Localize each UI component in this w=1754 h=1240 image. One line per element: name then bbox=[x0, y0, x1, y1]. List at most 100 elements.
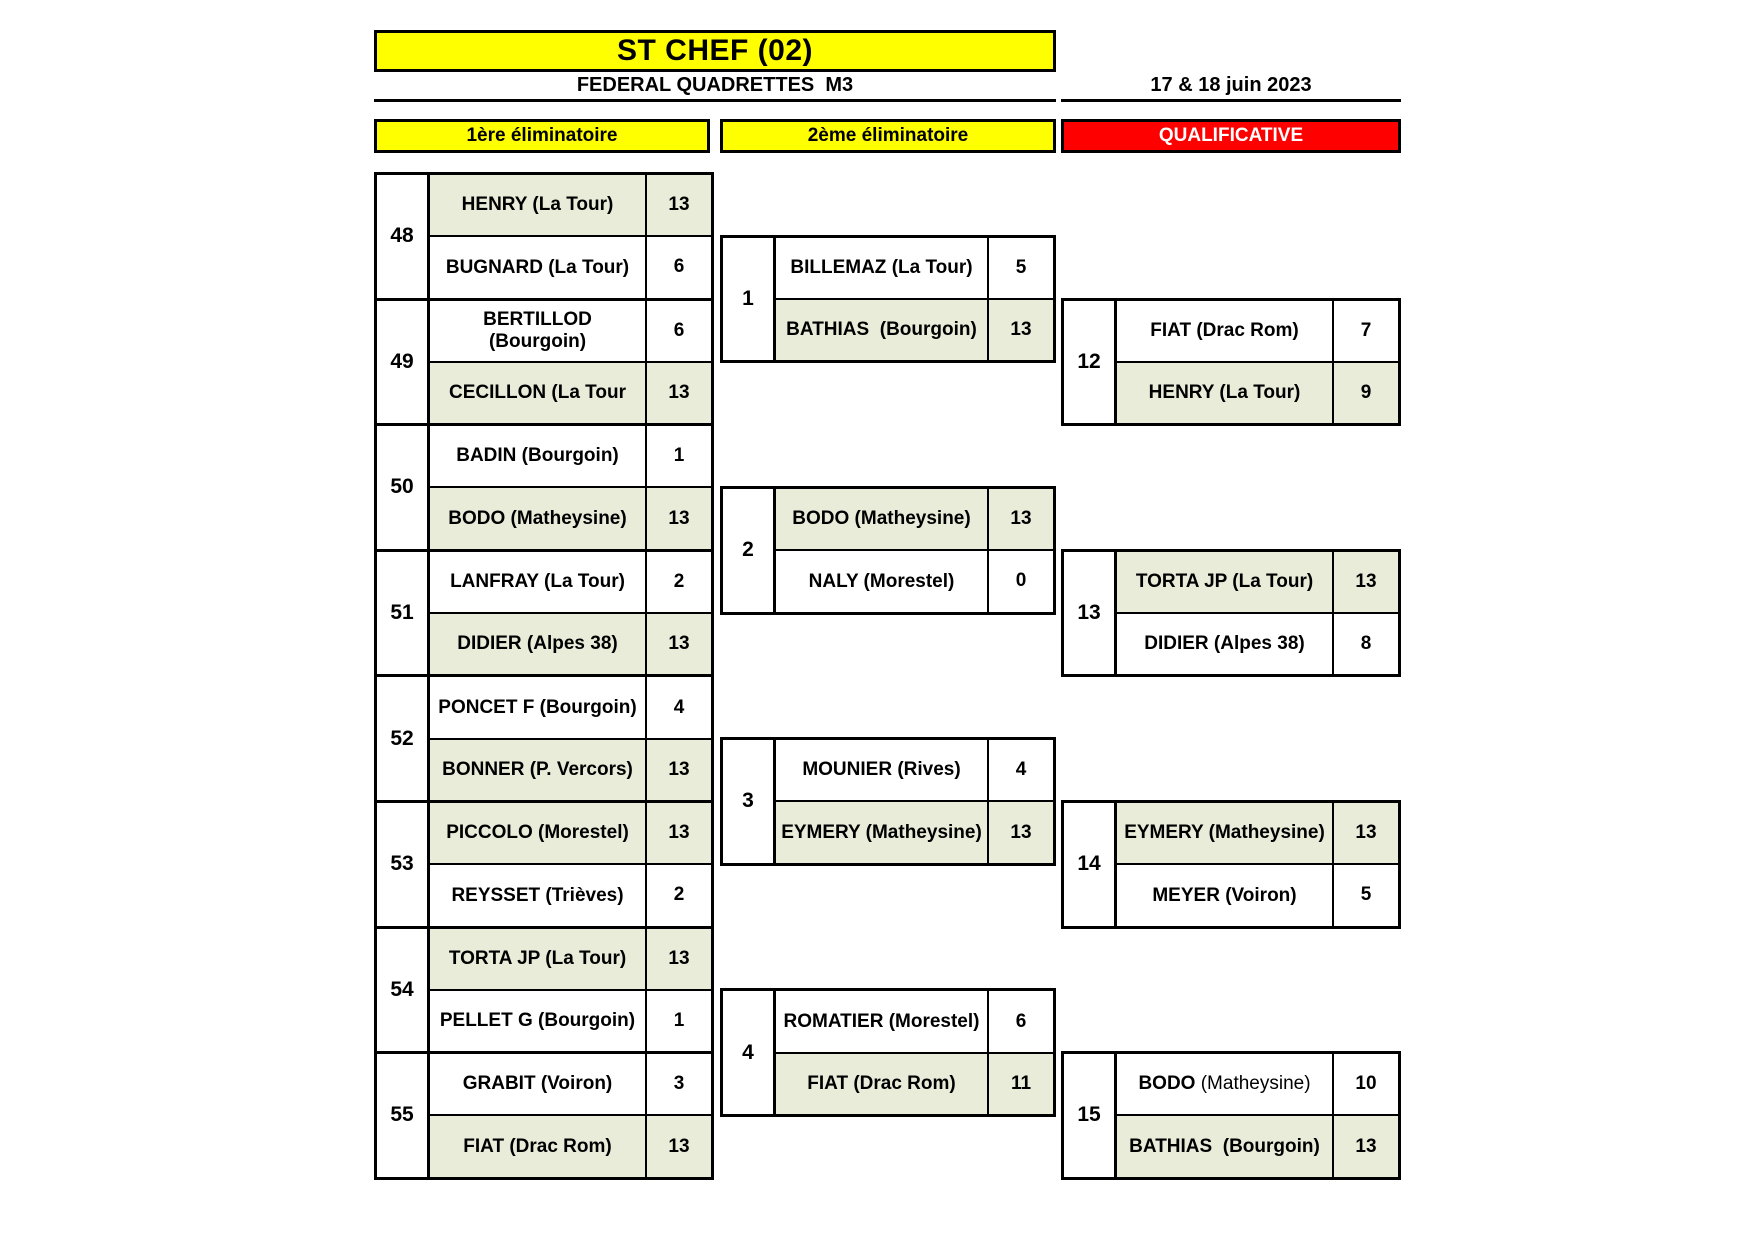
team-name: BADIN (Bourgoin) bbox=[430, 426, 645, 486]
team-name-text: HENRY (La Tour) bbox=[461, 194, 614, 216]
team-row: LANFRAY (La Tour) 2 bbox=[430, 551, 711, 615]
team-score: 13 bbox=[645, 175, 711, 236]
match-number: 2 bbox=[723, 489, 776, 612]
team-row: FIAT (Drac Rom)13 bbox=[430, 1116, 711, 1177]
team-name: EYMERY (Matheysine) bbox=[1117, 803, 1332, 864]
team-name-text: BONNER (P. Vercors) bbox=[442, 758, 633, 780]
team-name-text: BADIN (Bourgoin) bbox=[456, 445, 619, 467]
team-score: 6 bbox=[987, 991, 1053, 1052]
team-row: HENRY (La Tour) 13 bbox=[430, 175, 711, 238]
team-row: FIAT (Drac Rom)7 bbox=[1117, 300, 1398, 363]
team-name: PELLET G (Bourgoin) bbox=[430, 991, 645, 1051]
team-row: MOUNIER (Rives)4 bbox=[776, 740, 1053, 803]
match-number: 48 bbox=[377, 175, 430, 298]
team-row: BONNER (P. Vercors) 13 bbox=[430, 739, 711, 800]
team-name: NALY (Morestel) bbox=[776, 551, 987, 611]
match-number: 13 bbox=[1064, 551, 1117, 675]
team-name-text: ROMATIER (Morestel) bbox=[783, 1010, 980, 1032]
team-row: GRABIT (Voiron)3 bbox=[430, 1054, 711, 1117]
team-name-text: BODO (Matheysine) bbox=[448, 507, 627, 529]
team-row: HENRY (La Tour)9 bbox=[1117, 362, 1398, 424]
team-score: 13 bbox=[645, 928, 711, 989]
team-score: 13 bbox=[645, 739, 711, 800]
team-row: BATHIAS (Bourgoin)13 bbox=[776, 300, 1053, 361]
team-name-text: BATHIAS (Bourgoin) bbox=[1129, 1135, 1320, 1157]
team-name-text: NALY (Morestel) bbox=[808, 570, 955, 592]
team-name: TORTA JP (La Tour) bbox=[1117, 551, 1332, 613]
event-title-box: ST CHEF (02) bbox=[374, 30, 1056, 72]
team-row: BADIN (Bourgoin)1 bbox=[430, 426, 711, 489]
team-name-text: DIDIER (Alpes 38) bbox=[457, 633, 618, 655]
team-name-text: REYSSET (Trièves) bbox=[451, 884, 624, 906]
team-score: 5 bbox=[987, 237, 1053, 299]
team-row: BODO (Matheysine)13 bbox=[776, 489, 1053, 552]
team-name-text: PONCET F (Bourgoin) bbox=[438, 696, 637, 718]
team-score: 13 bbox=[1332, 1116, 1398, 1177]
team-score: 13 bbox=[645, 614, 711, 675]
team-name-text: LANFRAY (La Tour) bbox=[450, 571, 625, 593]
subtitle-underline bbox=[374, 99, 1056, 102]
team-row: REYSSET (Trièves)2 bbox=[430, 865, 711, 926]
team-score: 8 bbox=[1332, 614, 1398, 675]
team-name: DIDIER (Alpes 38) bbox=[430, 614, 645, 675]
team-score: 13 bbox=[645, 1116, 711, 1177]
team-name: BERTILLOD (Bourgoin) bbox=[430, 301, 645, 361]
match-number: 4 bbox=[723, 991, 776, 1114]
team-row: FIAT (Drac Rom)11 bbox=[776, 1053, 1053, 1114]
team-name-text: MEYER (Voiron) bbox=[1152, 884, 1297, 906]
column-header-qualificative: QUALIFICATIVE bbox=[1061, 119, 1401, 153]
match-number: 12 bbox=[1064, 300, 1117, 424]
team-score: 13 bbox=[1332, 551, 1398, 613]
team-score: 13 bbox=[645, 488, 711, 549]
team-name: REYSSET (Trièves) bbox=[430, 865, 645, 925]
team-name-text: GRABIT (Voiron) bbox=[462, 1073, 613, 1095]
team-name-text: FIAT (Drac Rom) bbox=[807, 1072, 956, 1094]
team-row: PONCET F (Bourgoin)4 bbox=[430, 677, 711, 740]
team-row: DIDIER (Alpes 38) 13 bbox=[430, 614, 711, 675]
team-score: 2 bbox=[645, 551, 711, 613]
team-row: NALY (Morestel)0 bbox=[776, 551, 1053, 612]
team-row: BILLEMAZ (La Tour) 5 bbox=[776, 237, 1053, 301]
team-name: EYMERY (Matheysine) bbox=[776, 802, 987, 863]
match-number: 50 bbox=[377, 426, 430, 549]
team-name: GRABIT (Voiron) bbox=[430, 1054, 645, 1114]
team-row: MEYER (Voiron)5 bbox=[1117, 865, 1398, 926]
team-name: CECILLON (La Tour bbox=[430, 362, 645, 424]
team-row: BERTILLOD (Bourgoin)6 bbox=[430, 300, 711, 363]
team-row: BODO (Matheysine)10 bbox=[1117, 1054, 1398, 1117]
match-number: 1 bbox=[723, 237, 776, 361]
team-name: BILLEMAZ (La Tour) bbox=[776, 238, 987, 298]
team-name-text: BODO bbox=[1138, 1073, 1196, 1095]
column-header-2eme-eliminatoire: 2ème éliminatoire bbox=[720, 119, 1056, 153]
team-name-text: EYMERY (Matheysine) bbox=[1124, 822, 1325, 844]
team-name-text: CECILLON (La Tour bbox=[449, 382, 626, 404]
match-number: 51 bbox=[377, 551, 430, 675]
team-name-text: BILLEMAZ (La Tour) bbox=[790, 257, 973, 279]
team-score: 13 bbox=[987, 489, 1053, 550]
team-score: 6 bbox=[645, 237, 711, 298]
match-number: 54 bbox=[377, 928, 430, 1052]
match-number: 49 bbox=[377, 300, 430, 424]
team-name-text: DIDIER (Alpes 38) bbox=[1144, 633, 1305, 655]
team-score: 13 bbox=[645, 803, 711, 864]
